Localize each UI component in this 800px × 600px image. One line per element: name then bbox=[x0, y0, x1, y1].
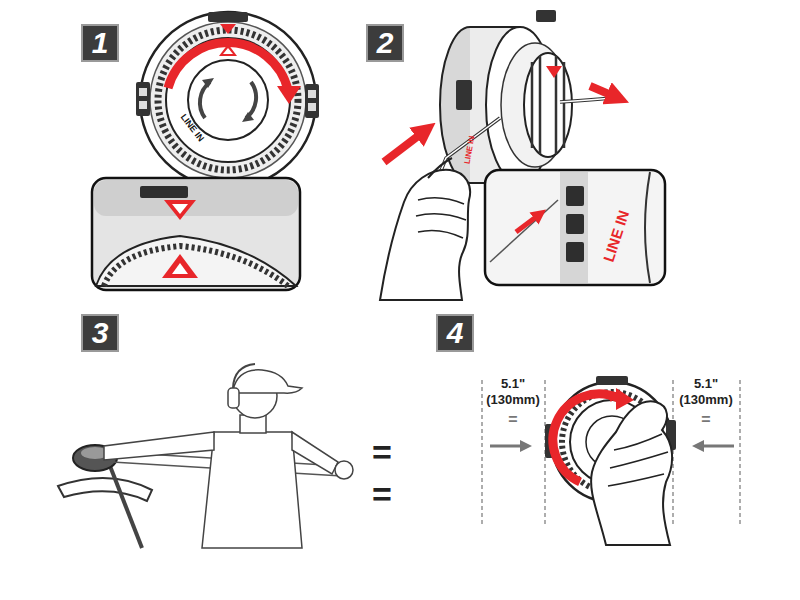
zoom-detail bbox=[162, 254, 198, 278]
spool-top-view bbox=[158, 30, 298, 170]
step-number: 1 bbox=[81, 24, 119, 62]
step-number-text: 4 bbox=[447, 318, 464, 348]
spool-top-view bbox=[246, 82, 256, 118]
zoom-detail bbox=[172, 263, 188, 274]
person bbox=[104, 364, 353, 548]
step-number-text: 2 bbox=[377, 28, 394, 58]
equal-sign: = bbox=[701, 412, 710, 428]
direction-arrow bbox=[590, 86, 618, 98]
person bbox=[292, 432, 338, 474]
hand bbox=[591, 401, 672, 545]
equal-sign: = bbox=[372, 435, 392, 469]
spool-top-view bbox=[308, 90, 316, 98]
person bbox=[233, 364, 255, 388]
spool-side-view bbox=[536, 10, 556, 22]
zoom-detail bbox=[164, 200, 196, 220]
spool-top-view bbox=[208, 12, 248, 22]
zoom-detail bbox=[645, 172, 650, 283]
dimension-lines bbox=[698, 445, 734, 448]
spool-top-view bbox=[220, 24, 236, 34]
zoom-detail bbox=[140, 186, 188, 198]
person bbox=[228, 388, 239, 408]
dimension-value: 5.1" bbox=[694, 377, 718, 390]
port-label: LINE IN bbox=[601, 208, 632, 263]
spool-top-view bbox=[136, 12, 319, 188]
port-label: LINE IN bbox=[179, 113, 206, 144]
hand bbox=[380, 158, 470, 300]
zoom-detail bbox=[96, 236, 296, 286]
spool-top-view bbox=[308, 103, 316, 111]
spool-top-view bbox=[168, 43, 288, 90]
spool-top-view bbox=[202, 78, 214, 88]
zoom-detail bbox=[92, 178, 300, 290]
spool-top-view bbox=[139, 88, 147, 96]
step-number-text: 1 bbox=[92, 28, 109, 58]
zoom-detail bbox=[490, 200, 558, 262]
spool-top-view bbox=[305, 84, 319, 118]
equal-sign: = bbox=[508, 412, 517, 428]
spool-top-view bbox=[242, 112, 254, 122]
spool-side-view bbox=[456, 80, 472, 110]
spool-top-view bbox=[188, 60, 268, 140]
spool-side-view bbox=[440, 10, 572, 183]
person bbox=[335, 461, 353, 479]
hand bbox=[380, 170, 470, 300]
spool-top-view bbox=[277, 86, 301, 104]
spool-top-view bbox=[166, 38, 290, 162]
person bbox=[202, 432, 302, 548]
zoom-detail bbox=[560, 172, 588, 283]
dimension-value: (130mm) bbox=[679, 393, 732, 406]
hand bbox=[428, 158, 452, 178]
dimension-lines bbox=[490, 445, 526, 448]
zoom-detail bbox=[92, 178, 300, 290]
spool-front-view bbox=[596, 376, 628, 385]
person bbox=[233, 370, 302, 393]
step-number: 3 bbox=[81, 314, 119, 352]
hand bbox=[591, 401, 672, 545]
zoom-detail bbox=[566, 214, 584, 234]
equal-sign: = bbox=[372, 477, 392, 511]
zoom-detail bbox=[516, 214, 540, 232]
zoom-detail bbox=[94, 180, 298, 216]
step-number-text: 3 bbox=[92, 318, 109, 348]
spool-side-view bbox=[546, 66, 562, 78]
zoom-detail bbox=[172, 204, 188, 214]
spool-front-view bbox=[616, 388, 634, 410]
spool-top-view bbox=[136, 82, 150, 116]
step-number: 4 bbox=[436, 314, 474, 352]
direction-arrow bbox=[384, 86, 618, 162]
spool-top-view bbox=[200, 82, 210, 118]
direction-arrow bbox=[384, 130, 426, 162]
zoom-detail bbox=[485, 170, 665, 285]
hand bbox=[416, 198, 466, 238]
trimmer bbox=[110, 466, 142, 548]
spool-top-view bbox=[140, 12, 316, 188]
spool-side-view bbox=[524, 53, 572, 157]
trimmer bbox=[58, 478, 152, 501]
step-number: 2 bbox=[366, 24, 404, 62]
hand bbox=[608, 434, 668, 486]
dimension-value: 5.1" bbox=[501, 377, 525, 390]
spool-top-view bbox=[139, 101, 147, 109]
dimension-value: (130mm) bbox=[486, 393, 539, 406]
spool-side-view bbox=[532, 56, 564, 154]
zoom-detail bbox=[485, 170, 665, 285]
zoom-detail bbox=[104, 246, 288, 286]
zoom-detail bbox=[566, 242, 584, 262]
port-label: LINE IN bbox=[464, 135, 477, 164]
spool-top-view bbox=[150, 22, 306, 178]
person bbox=[104, 432, 214, 460]
zoom-detail bbox=[566, 186, 584, 206]
spool-top-view bbox=[223, 48, 233, 54]
